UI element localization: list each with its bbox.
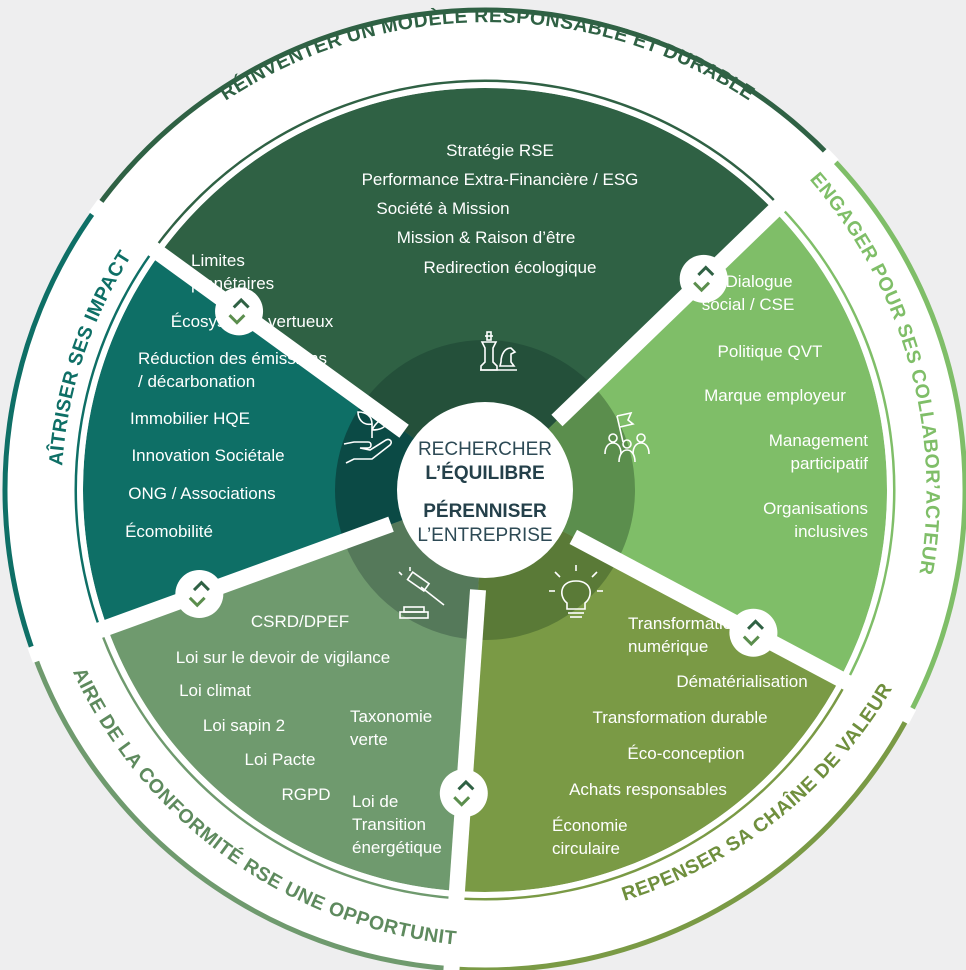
- hand-plant-icon: [343, 411, 393, 464]
- list-item: Loi sur le devoir de vigilance: [176, 648, 391, 667]
- list-item: Redirection écologique: [424, 258, 597, 277]
- list-item: Immobilier HQE: [130, 409, 250, 428]
- logo-badge-icon: [439, 769, 488, 818]
- list-item: Économie: [552, 816, 628, 835]
- list-item: Transformation durable: [592, 708, 767, 727]
- list-item: Stratégie RSE: [446, 141, 554, 160]
- list-item: participatif: [791, 454, 869, 473]
- center-line-1: RECHERCHER: [418, 439, 552, 460]
- list-item: Limites: [191, 251, 245, 270]
- sector-wedges: [82, 88, 887, 892]
- logo-badge-icon: [175, 569, 224, 618]
- list-item: Réduction des émissions: [138, 349, 327, 368]
- list-item: Management: [769, 431, 869, 450]
- list-item: ONG / Associations: [128, 484, 275, 503]
- list-item: numérique: [628, 637, 708, 656]
- list-item: Marque employeur: [704, 386, 846, 405]
- list-item: Écomobilité: [125, 522, 213, 541]
- list-item: Loi Pacte: [245, 750, 316, 769]
- list-item: Loi de: [352, 792, 398, 811]
- list-item: Transition: [352, 815, 426, 834]
- center-circle: [397, 402, 573, 578]
- list-item: verte: [350, 730, 388, 749]
- list-item: Dématérialisation: [676, 672, 807, 691]
- bottom-right-sector-items: Transformation numérique Dématérialisati…: [552, 614, 808, 858]
- list-item: Loi climat: [179, 681, 251, 700]
- sector-top-wedge: [159, 88, 775, 491]
- list-item: inclusives: [794, 522, 868, 541]
- team-flag-icon: [604, 411, 650, 463]
- chess-pieces-icon: [480, 331, 517, 371]
- list-item: planétaires: [191, 274, 274, 293]
- lightbulb-icon: [549, 565, 603, 618]
- logo-badge-icon: [215, 287, 264, 336]
- list-item: circulaire: [552, 839, 620, 858]
- list-item: social / CSE: [702, 295, 795, 314]
- list-item: / décarbonation: [138, 372, 255, 391]
- top-sector-items: Stratégie RSE Performance Extra-Financiè…: [362, 141, 639, 277]
- list-item: Organisations: [763, 499, 868, 518]
- list-item: Éco-conception: [627, 744, 744, 763]
- list-item: Loi sapin 2: [203, 716, 285, 735]
- sector-left-wedge: [82, 253, 486, 628]
- center-line-2: L’ÉQUILIBRE: [425, 462, 544, 484]
- bottom-left-sector-items: CSRD/DPEF Loi sur le devoir de vigilance…: [176, 612, 442, 857]
- list-item: Performance Extra-Financière / ESG: [362, 170, 639, 189]
- left-sector-items: Limites planétaires Écosystème vertueux …: [125, 251, 334, 541]
- list-item: Société à Mission: [376, 199, 509, 218]
- list-item: Transformation: [628, 614, 742, 633]
- center-line-4: L’ENTREPRISE: [417, 525, 552, 546]
- center-line-3: PÉRENNISER: [423, 500, 547, 522]
- list-item: Taxonomie: [350, 707, 432, 726]
- list-item: CSRD/DPEF: [251, 612, 349, 631]
- logo-badge-icon: [679, 254, 728, 303]
- list-item: Achats responsables: [569, 780, 727, 799]
- list-item: Innovation Sociétale: [131, 446, 284, 465]
- sector-right-wedge: [485, 210, 887, 679]
- right-sector-items: Dialogue social / CSE Politique QVT Marq…: [702, 272, 869, 541]
- band-gap: [77, 82, 893, 898]
- list-item: RGPD: [281, 785, 330, 804]
- list-item: énergétique: [352, 838, 442, 857]
- gavel-icon: [398, 567, 445, 619]
- outer-ring: [2, 7, 966, 970]
- logo-badges: [175, 254, 778, 818]
- list-item: Dialogue: [725, 272, 792, 291]
- list-item: Politique QVT: [718, 342, 823, 361]
- logo-badge-icon: [729, 608, 778, 657]
- list-item: Mission & Raison d’être: [397, 228, 576, 247]
